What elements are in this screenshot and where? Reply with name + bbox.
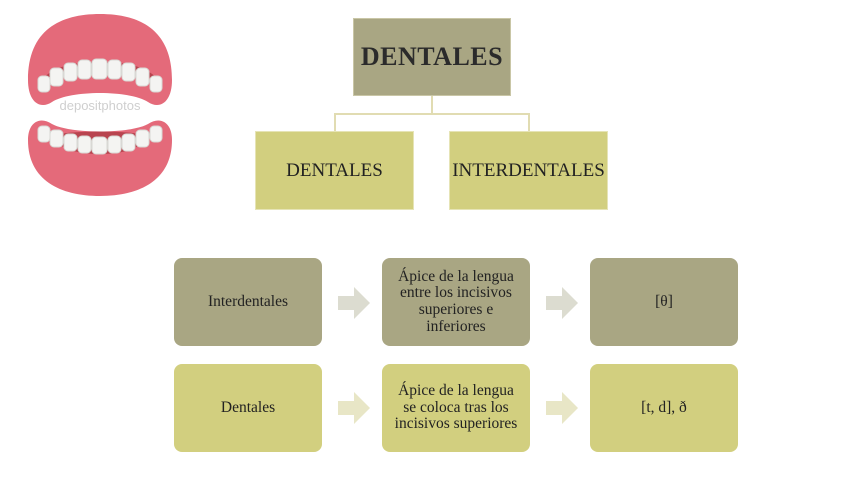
row2-label-box: Dentales: [174, 364, 322, 452]
watermark-text: depositphotos: [60, 98, 141, 113]
child-node-interdentales: INTERDENTALES: [449, 131, 608, 210]
teeth-illustration: depositphotos: [20, 10, 180, 200]
child-node-dentales: DENTALES: [255, 131, 414, 210]
row1-label-box: Interdentales: [174, 258, 322, 346]
teeth-mouth-icon: depositphotos: [28, 14, 172, 196]
connector-vertical-top: [431, 96, 433, 114]
row2-description-box: Ápice de la lengua se coloca tras los in…: [382, 364, 530, 452]
root-node: DENTALES: [353, 18, 511, 96]
row1-symbol-box: [θ]: [590, 258, 738, 346]
row1-description-box: Ápice de la lengua entre los incisivos s…: [382, 258, 530, 346]
row2-symbol-box: [t, d], ð: [590, 364, 738, 452]
connector-vertical-right: [528, 113, 530, 131]
connector-vertical-left: [334, 113, 336, 131]
connector-horizontal: [334, 113, 530, 115]
